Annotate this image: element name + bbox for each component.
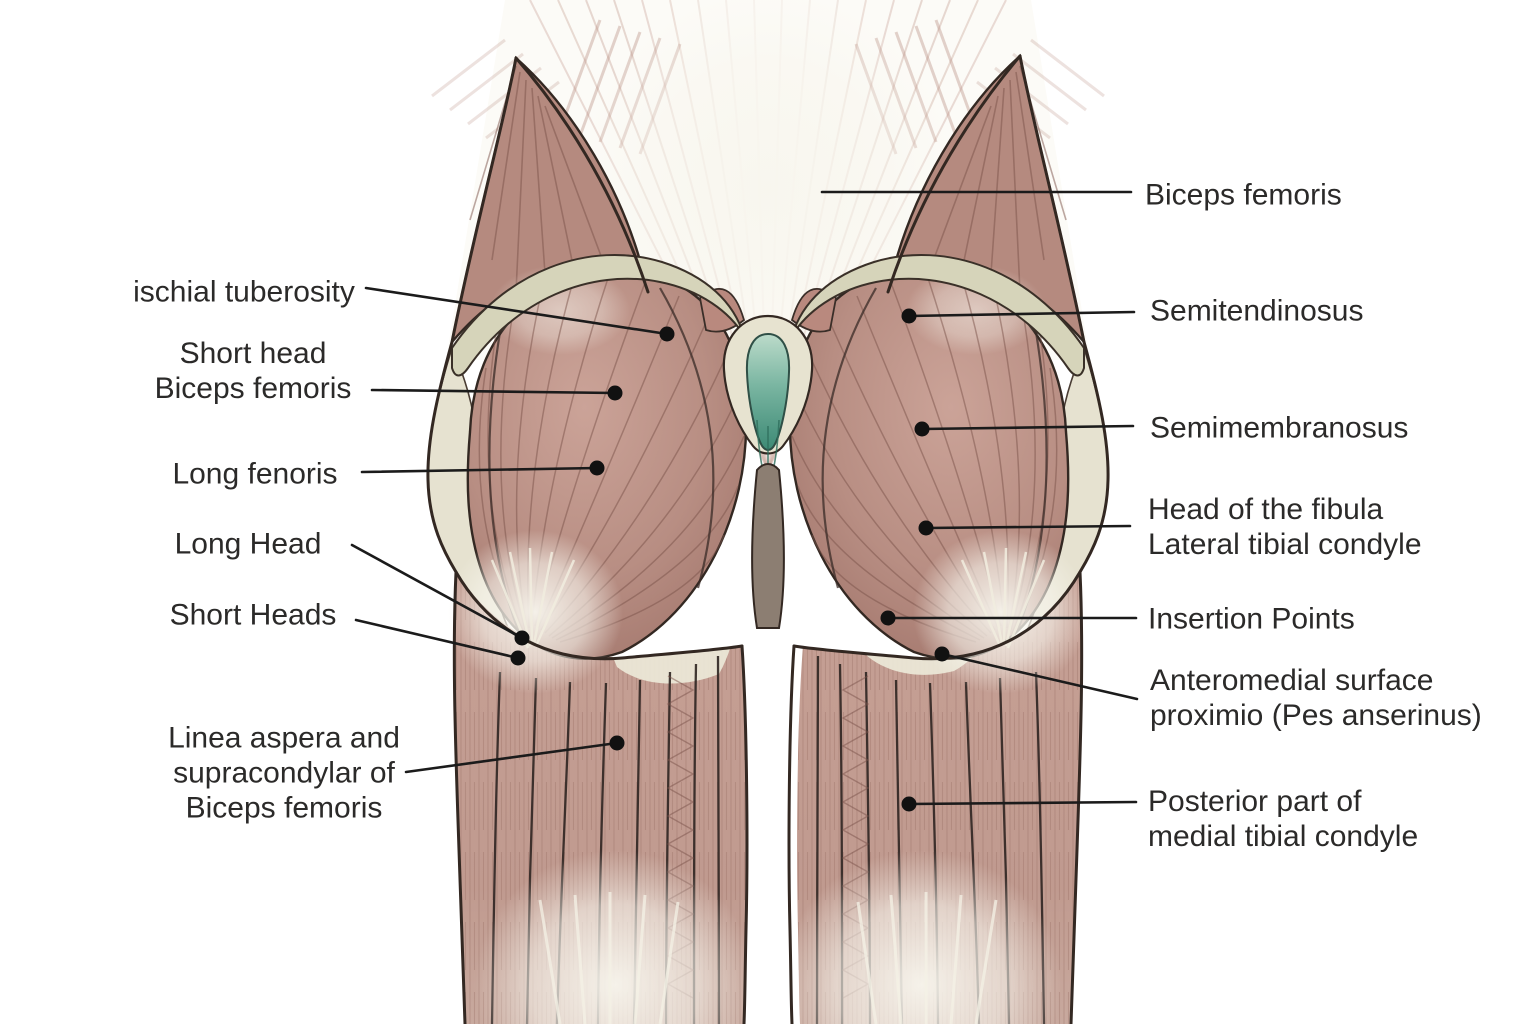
leader-linea-aspera — [404, 741, 619, 774]
label-short-head-biceps-femoris: Short head Biceps femoris — [154, 337, 352, 405]
leader-ischial-tuberosity — [364, 286, 669, 336]
label-long-fenoris: Long fenoris — [172, 457, 338, 491]
leader-semimembranosus — [920, 424, 1135, 431]
label-insertion-points: Insertion Points — [1148, 602, 1355, 636]
silhouette-outline — [426, 54, 1110, 1024]
label-biceps-femoris: Biceps femoris — [1145, 178, 1342, 212]
label-anteromedial-surface: Anteromedial surface proximio (Pes anser… — [1150, 664, 1482, 732]
label-linea-aspera: Linea aspera and supracondylar of Biceps… — [168, 721, 400, 825]
leader-semitendinosus — [907, 310, 1136, 318]
leader-dots — [510, 308, 950, 812]
label-semimembranosus: Semimembranosus — [1150, 411, 1409, 445]
leader-head-of-fibula — [924, 524, 1132, 530]
leader-lines — [350, 190, 1139, 812]
leader-anteromedial-surface — [940, 652, 1139, 701]
label-head-of-fibula: Head of the fibula Lateral tibial condyl… — [1148, 493, 1422, 561]
label-long-head: Long Head — [174, 527, 322, 561]
label-short-heads: Short Heads — [169, 598, 337, 632]
label-posterior-part: Posterior part of medial tibial condyle — [1148, 785, 1419, 853]
label-semitendinosus: Semitendinosus — [1150, 294, 1364, 328]
leader-long-head — [350, 543, 524, 640]
leader-short-heads — [354, 618, 520, 660]
aponeurosis-crescents — [451, 254, 1085, 377]
label-ischial-tuberosity: ischial tuberosity — [133, 275, 355, 309]
leader-long-fenoris — [360, 466, 599, 474]
leader-short-head-biceps-femoris — [370, 388, 617, 395]
sacrum-coccyx — [722, 314, 814, 629]
leader-posterior-part — [907, 800, 1138, 806]
